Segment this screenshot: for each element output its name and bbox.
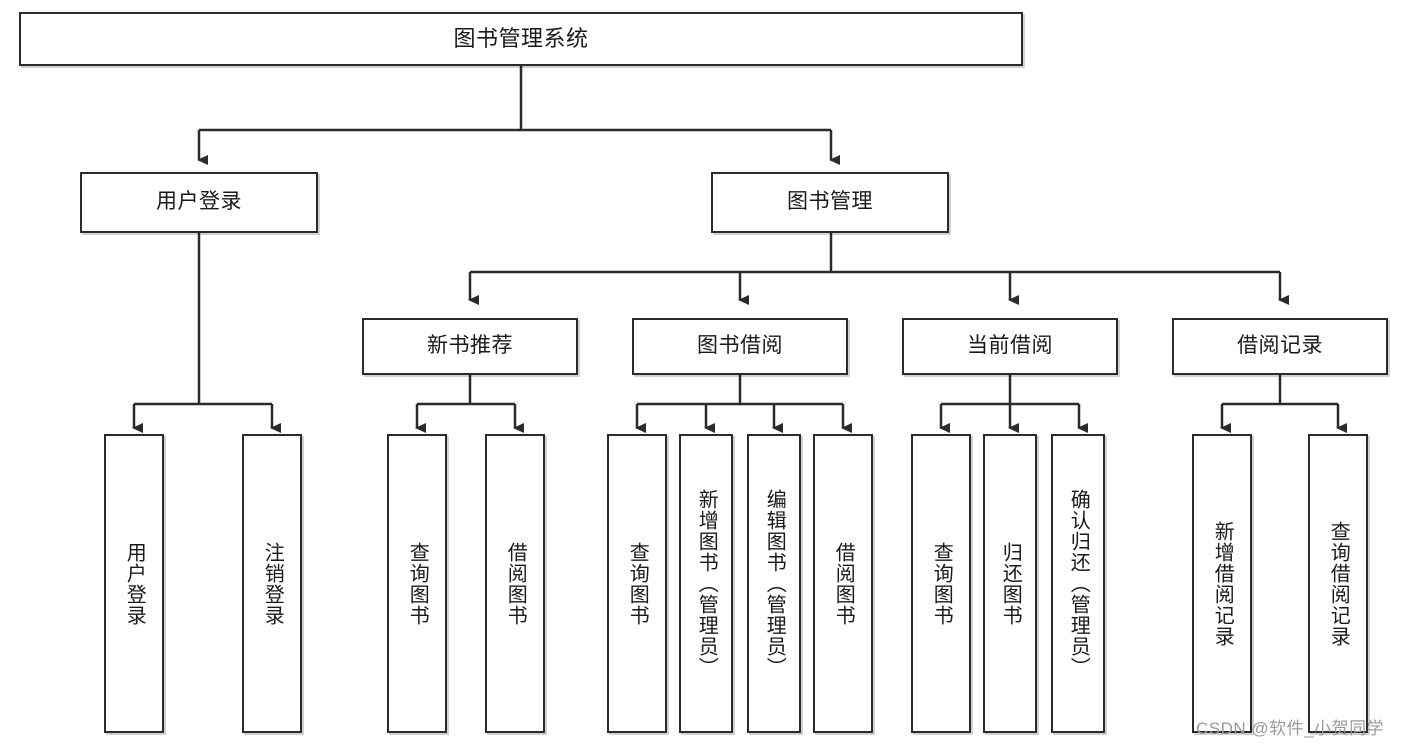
node-leaf-query-book-3-label: 查询图书 bbox=[930, 541, 953, 626]
node-leaf-borrow-book-1-label: 借阅图书 bbox=[504, 541, 527, 626]
node-book-borrow[interactable]: 图书借阅 bbox=[632, 318, 848, 375]
node-leaf-edit-book[interactable]: 编辑图书（管理员） bbox=[747, 434, 801, 733]
node-leaf-borrow-book-1[interactable]: 借阅图书 bbox=[485, 434, 545, 733]
node-leaf-query-book-2[interactable]: 查询图书 bbox=[607, 434, 667, 733]
node-leaf-edit-book-label: 编辑图书（管理员） bbox=[763, 489, 786, 678]
node-book-borrow-label: 图书借阅 bbox=[697, 334, 783, 358]
csdn-watermark: CSDN @软件_小贺同学 bbox=[1196, 719, 1385, 738]
node-current-borrow[interactable]: 当前借阅 bbox=[902, 318, 1118, 375]
node-leaf-user-logout-label: 注销登录 bbox=[261, 541, 284, 626]
node-leaf-borrow-book-2-label: 借阅图书 bbox=[832, 541, 855, 626]
node-leaf-query-book-3[interactable]: 查询图书 bbox=[911, 434, 971, 733]
node-root[interactable]: 图书管理系统 bbox=[19, 12, 1023, 66]
node-leaf-user-login-label: 用户登录 bbox=[123, 541, 146, 626]
node-root-label: 图书管理系统 bbox=[453, 26, 589, 52]
node-leaf-query-record[interactable]: 查询借阅记录 bbox=[1308, 434, 1368, 733]
node-book-manage[interactable]: 图书管理 bbox=[711, 172, 949, 233]
node-leaf-confirm-return[interactable]: 确认归还（管理员） bbox=[1051, 434, 1105, 733]
node-leaf-add-record[interactable]: 新增借阅记录 bbox=[1192, 434, 1252, 733]
node-leaf-borrow-book-2[interactable]: 借阅图书 bbox=[813, 434, 873, 733]
node-current-borrow-label: 当前借阅 bbox=[967, 334, 1053, 358]
node-leaf-add-book-label: 新增图书（管理员） bbox=[695, 489, 718, 678]
node-borrow-record[interactable]: 借阅记录 bbox=[1172, 318, 1388, 375]
node-new-book-recommend-label: 新书推荐 bbox=[427, 334, 513, 358]
node-new-book-recommend[interactable]: 新书推荐 bbox=[362, 318, 578, 375]
node-leaf-user-logout[interactable]: 注销登录 bbox=[242, 434, 302, 733]
node-leaf-add-book[interactable]: 新增图书（管理员） bbox=[679, 434, 733, 733]
node-leaf-return-book[interactable]: 归还图书 bbox=[983, 434, 1037, 733]
node-leaf-return-book-label: 归还图书 bbox=[999, 541, 1022, 626]
node-leaf-query-book-1-label: 查询图书 bbox=[406, 541, 429, 626]
node-leaf-query-record-label: 查询借阅记录 bbox=[1327, 520, 1350, 647]
node-user-login-label: 用户登录 bbox=[156, 190, 242, 214]
node-leaf-user-login[interactable]: 用户登录 bbox=[104, 434, 164, 733]
node-leaf-add-record-label: 新增借阅记录 bbox=[1211, 520, 1234, 647]
node-borrow-record-label: 借阅记录 bbox=[1237, 334, 1323, 358]
node-leaf-query-book-1[interactable]: 查询图书 bbox=[387, 434, 447, 733]
node-user-login[interactable]: 用户登录 bbox=[80, 172, 318, 233]
node-leaf-confirm-return-label: 确认归还（管理员） bbox=[1067, 489, 1090, 678]
node-book-manage-label: 图书管理 bbox=[787, 190, 873, 214]
node-leaf-query-book-2-label: 查询图书 bbox=[626, 541, 649, 626]
